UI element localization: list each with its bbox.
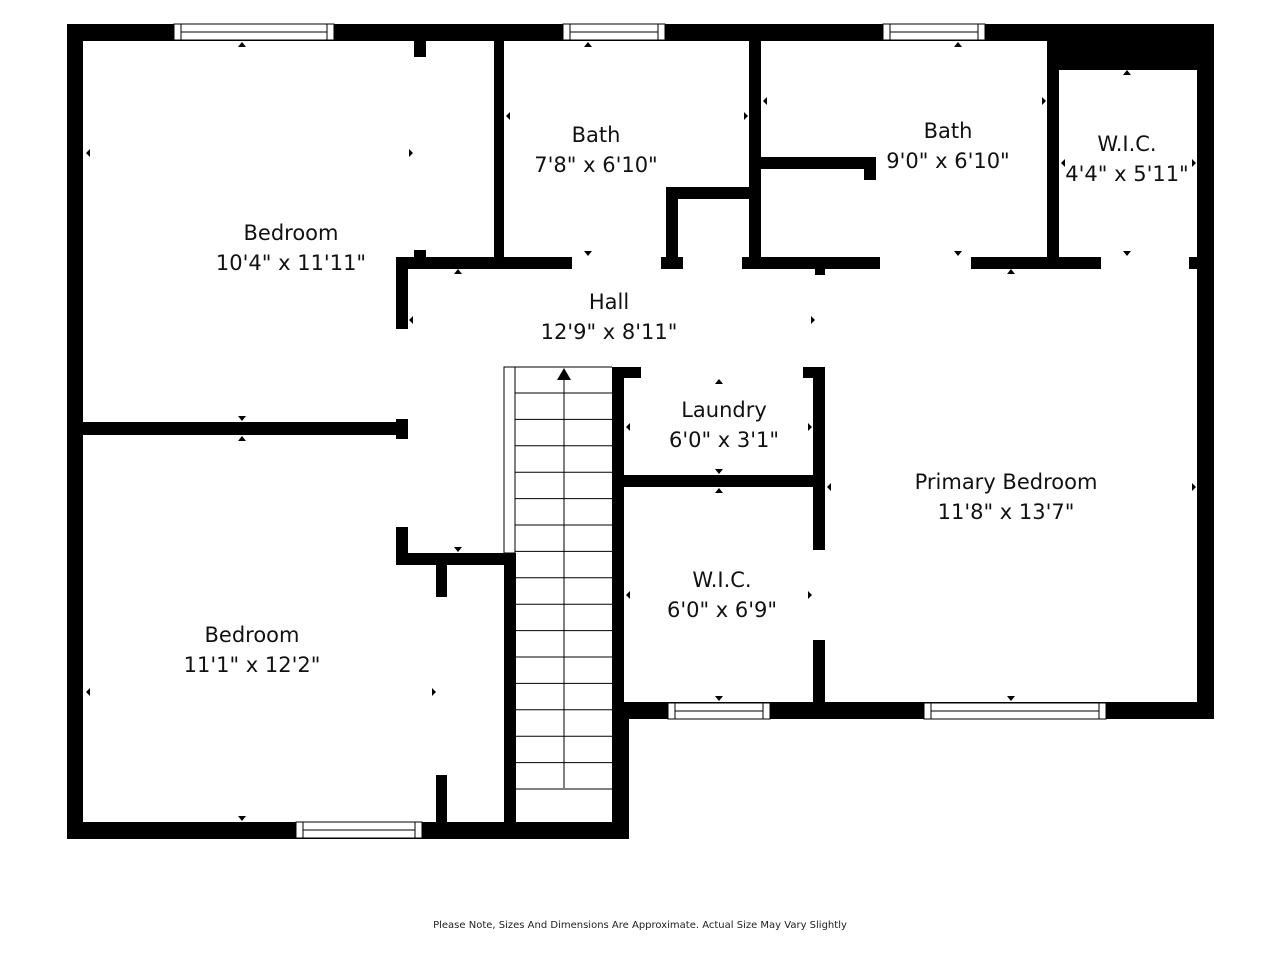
room-wic-2: W.I.C. 6'0" x 6'9" xyxy=(667,565,777,625)
room-bedroom-2: Bedroom 11'1" x 12'2" xyxy=(184,620,321,680)
room-name: Bath xyxy=(923,119,973,143)
room-dimensions: 10'4" x 11'11" xyxy=(215,251,367,275)
room-laundry: Laundry 6'0" x 3'1" xyxy=(669,395,779,455)
window xyxy=(667,702,771,720)
windows xyxy=(173,23,1107,839)
window xyxy=(923,702,1107,720)
window xyxy=(562,23,666,41)
room-dimensions: 7'8" x 6'10" xyxy=(534,153,658,177)
room-dimensions: 4'4" x 5'11" xyxy=(1065,162,1189,186)
window xyxy=(882,23,986,41)
stair-up-arrow-icon xyxy=(557,368,571,380)
room-name: W.I.C. xyxy=(692,568,752,592)
room-name: Laundry xyxy=(681,398,767,422)
window xyxy=(295,821,423,839)
room-dimensions: 12'9" x 8'11" xyxy=(540,320,678,344)
room-name: Primary Bedroom xyxy=(914,470,1098,494)
room-dimensions: 11'8" x 13'7" xyxy=(937,500,1075,524)
dimension-markers xyxy=(86,42,1196,821)
interior-walls xyxy=(83,41,1197,828)
room-name: Bath xyxy=(571,123,621,147)
room-name: Bedroom xyxy=(243,221,339,245)
disclaimer-note: Please Note, Sizes And Dimensions Are Ap… xyxy=(433,920,847,931)
room-wic-1: W.I.C. 4'4" x 5'11" xyxy=(1065,129,1188,189)
window xyxy=(173,23,335,41)
staircase xyxy=(503,366,612,790)
room-bath-2: Bath 9'0" x 6'10" xyxy=(886,116,1009,176)
room-primary-bedroom: Primary Bedroom 11'8" x 13'7" xyxy=(915,467,1098,527)
room-hall: Hall 12'9" x 8'11" xyxy=(541,287,678,347)
room-bedroom-1: Bedroom 10'4" x 11'11" xyxy=(216,218,366,278)
room-bath-1: Bath 7'8" x 6'10" xyxy=(534,120,657,180)
room-name: W.I.C. xyxy=(1097,132,1157,156)
room-dimensions: 6'0" x 6'9" xyxy=(666,598,778,622)
room-dimensions: 9'0" x 6'10" xyxy=(886,149,1010,173)
room-dimensions: 6'0" x 3'1" xyxy=(668,428,780,452)
room-dimensions: 11'1" x 12'2" xyxy=(183,653,321,677)
room-name: Hall xyxy=(588,290,630,314)
room-name: Bedroom xyxy=(204,623,300,647)
